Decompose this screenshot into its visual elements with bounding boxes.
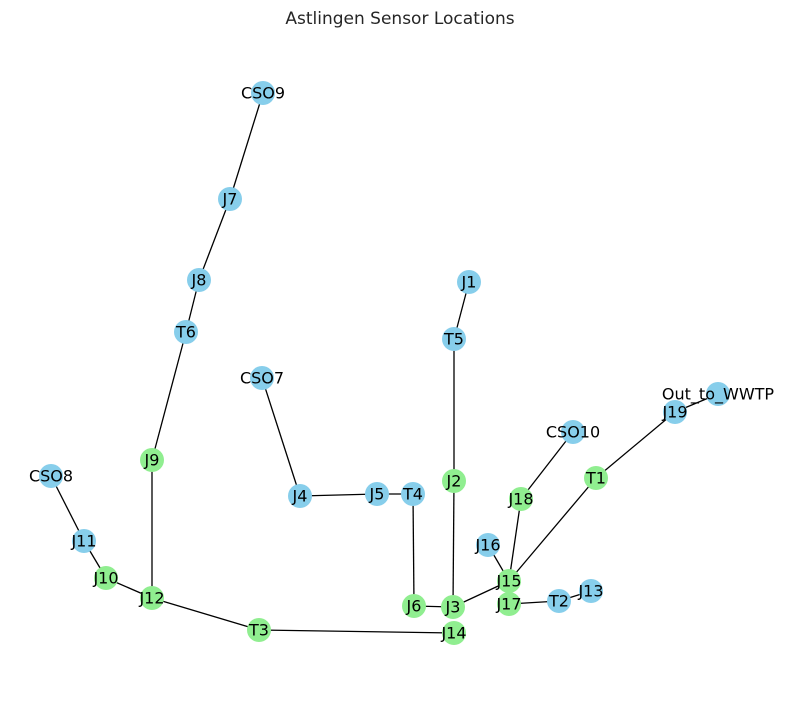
node-J18 xyxy=(509,487,533,511)
edge-J2-J3 xyxy=(452,480,455,608)
node-label-CSO7: CSO7 xyxy=(240,369,284,388)
edge-J15-T1 xyxy=(508,477,597,582)
node-label-T6: T6 xyxy=(175,323,196,342)
node-J14 xyxy=(442,621,466,645)
edge-CSO8-J11 xyxy=(50,475,85,542)
node-J12 xyxy=(140,586,164,610)
edge-CSO7-J4 xyxy=(261,377,301,497)
node-CSO8 xyxy=(39,464,63,488)
node-label-J13: J13 xyxy=(577,582,603,601)
node-T2 xyxy=(547,589,571,613)
node-label-J8: J8 xyxy=(191,271,207,290)
node-label-J10: J10 xyxy=(92,569,118,588)
node-label-J15: J15 xyxy=(495,572,521,591)
node-J15 xyxy=(497,569,521,593)
node-label-T3: T3 xyxy=(248,621,269,640)
node-label-J19: J19 xyxy=(661,403,687,422)
node-T4 xyxy=(401,482,425,506)
node-label-T4: T4 xyxy=(402,485,423,504)
node-J6 xyxy=(402,594,426,618)
edge-CSO9-J7 xyxy=(229,92,264,200)
node-label-J7: J7 xyxy=(222,190,238,209)
edge-J12-T3 xyxy=(151,597,260,631)
edge-T4-J6 xyxy=(412,493,415,607)
edge-T3-J14 xyxy=(258,629,455,634)
node-label-J17: J17 xyxy=(495,595,521,614)
node-J2 xyxy=(442,469,466,493)
node-T3 xyxy=(247,618,271,642)
node-J16 xyxy=(476,533,500,557)
node-label-T5: T5 xyxy=(443,330,464,349)
node-J10 xyxy=(94,566,118,590)
node-label-J12: J12 xyxy=(138,589,164,608)
nodes-layer xyxy=(39,81,730,645)
node-J4 xyxy=(288,484,312,508)
node-label-J2: J2 xyxy=(446,472,462,491)
edge-J18-J15 xyxy=(508,498,522,582)
node-CSO9 xyxy=(251,81,275,105)
node-label-J3: J3 xyxy=(445,598,461,617)
edge-CSO10-J18 xyxy=(520,431,574,500)
node-J17 xyxy=(497,592,521,616)
edge-J7-J8 xyxy=(198,198,231,281)
node-label-J18: J18 xyxy=(507,490,533,509)
node-J8 xyxy=(187,268,211,292)
node-label-J14: J14 xyxy=(440,624,466,643)
edge-J4-J5 xyxy=(299,493,378,497)
diagram-title: Astlingen Sensor Locations xyxy=(285,9,515,29)
node-label-J16: J16 xyxy=(474,536,500,555)
edge-T6-J9 xyxy=(151,331,187,461)
node-label-CSO8: CSO8 xyxy=(29,467,73,486)
node-label-J9: J9 xyxy=(144,451,160,470)
node-J1 xyxy=(457,270,481,294)
node-J9 xyxy=(140,448,164,472)
node-label-J1: J1 xyxy=(461,273,477,292)
node-label-J11: J11 xyxy=(70,532,96,551)
node-J13 xyxy=(579,579,603,603)
node-CSO10 xyxy=(561,420,585,444)
edges-layer xyxy=(50,92,719,634)
node-label-J5: J5 xyxy=(369,485,385,504)
edge-T1-J19 xyxy=(595,411,676,479)
node-label-J6: J6 xyxy=(406,597,422,616)
node-T5 xyxy=(442,327,466,351)
node-T6 xyxy=(174,320,198,344)
node-J3 xyxy=(441,595,465,619)
node-J7 xyxy=(218,187,242,211)
node-J5 xyxy=(365,482,389,506)
node-T1 xyxy=(584,466,608,490)
node-label-CSO9: CSO9 xyxy=(241,84,285,103)
node-Out_to_WWTP xyxy=(706,382,730,406)
node-label-J4: J4 xyxy=(292,487,308,506)
node-CSO7 xyxy=(250,366,274,390)
node-label-T1: T1 xyxy=(585,469,606,488)
node-label-T2: T2 xyxy=(548,592,569,611)
node-label-Out_to_WWTP: Out_to_WWTP xyxy=(662,385,774,405)
node-label-CSO10: CSO10 xyxy=(546,423,600,442)
node-J19 xyxy=(663,400,687,424)
node-J11 xyxy=(72,529,96,553)
